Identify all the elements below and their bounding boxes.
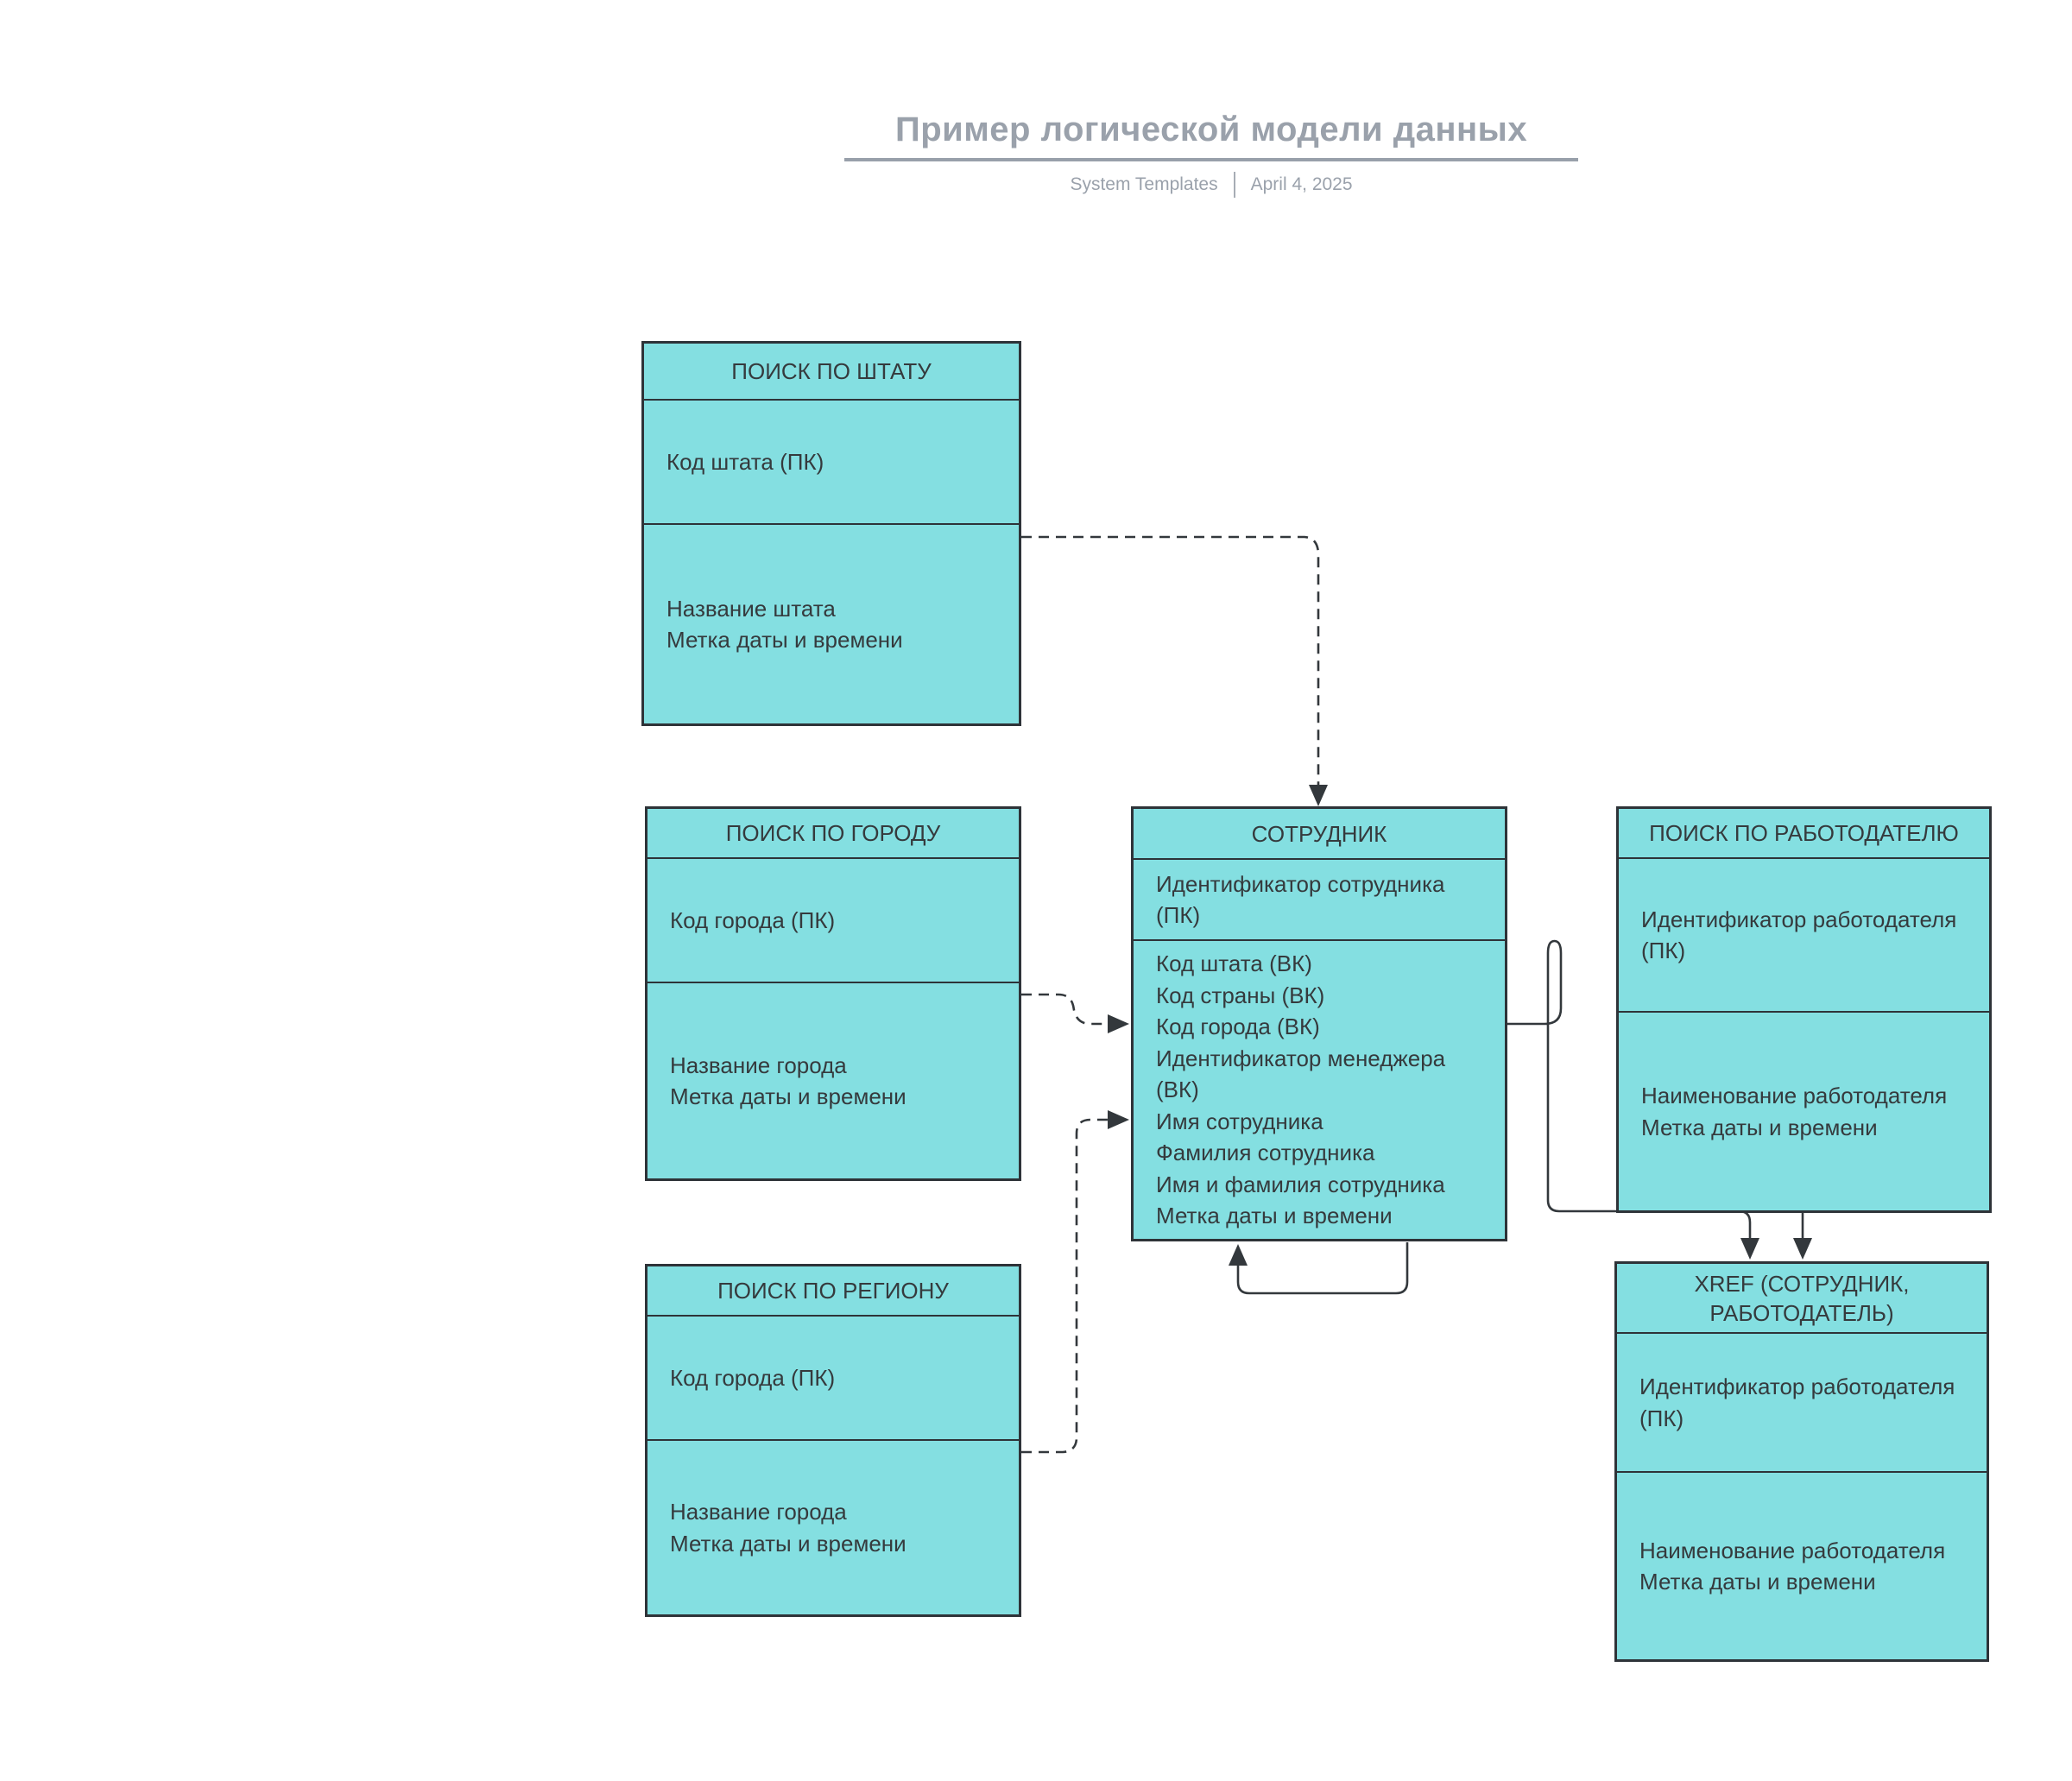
subtitle-divider <box>1233 172 1235 198</box>
subtitle-date: April 4, 2025 <box>1250 174 1353 194</box>
page-subtitle: System Templates April 4, 2025 <box>844 172 1578 198</box>
entity-xref-attrs: Наименование работодателя Метка даты и в… <box>1639 1537 1946 1595</box>
connector-employee-self-loop[interactable] <box>1229 1242 1409 1295</box>
entity-employer-lookup-title: ПОИСК ПО РАБОТОДАТЕЛЮ <box>1619 809 1989 859</box>
entity-city-lookup-attrs: Название города Метка даты и времени <box>670 1052 906 1110</box>
entity-city-lookup-pk: Код города (ПК) <box>648 859 1019 983</box>
entity-state-lookup-title: ПОИСК ПО ШТАТУ <box>644 344 1019 401</box>
subtitle-author: System Templates <box>1070 174 1218 194</box>
entity-region-lookup-pk: Код города (ПК) <box>648 1317 1019 1441</box>
entity-region-lookup-title: ПОИСК ПО РЕГИОНУ <box>648 1266 1019 1317</box>
connector-state-lookup-to-employee[interactable] <box>1021 535 1328 806</box>
entity-xref-title: XREF (СОТРУДНИК, РАБОТОДАТЕЛЬ) <box>1617 1264 1987 1334</box>
entity-employer-lookup[interactable]: ПОИСК ПО РАБОТОДАТЕЛЮ Идентификатор рабо… <box>1616 806 1992 1213</box>
entity-employee-attrs: Код штата (ВК) Код страны (ВК) Код город… <box>1156 950 1446 1229</box>
entity-xref-pk: Идентификатор работодателя (ПК) <box>1617 1334 1987 1473</box>
entity-region-lookup[interactable]: ПОИСК ПО РЕГИОНУ Код города (ПК) Названи… <box>645 1264 1021 1617</box>
entity-employee-title: СОТРУДНИК <box>1134 809 1505 860</box>
entity-state-lookup-pk: Код штата (ПК) <box>644 401 1019 525</box>
page-title: Пример логической модели данных <box>844 111 1578 161</box>
entity-city-lookup-title: ПОИСК ПО ГОРОДУ <box>648 809 1019 859</box>
entity-employer-lookup-attrs: Наименование работодателя Метка даты и в… <box>1641 1083 1948 1140</box>
connector-region-lookup-to-employee[interactable] <box>1021 1110 1129 1454</box>
entity-state-lookup[interactable]: ПОИСК ПО ШТАТУ Код штата (ПК) Название ш… <box>641 341 1021 726</box>
entity-city-lookup[interactable]: ПОИСК ПО ГОРОДУ Код города (ПК) Название… <box>645 806 1021 1181</box>
entity-employer-lookup-pk: Идентификатор работодателя (ПК) <box>1619 859 1989 1013</box>
entity-state-lookup-attrs: Название штата Метка даты и времени <box>666 595 903 654</box>
connector-employer-lookup-to-xref[interactable] <box>1793 1213 1812 1260</box>
entity-xref[interactable]: XREF (СОТРУДНИК, РАБОТОДАТЕЛЬ) Идентифик… <box>1614 1261 1989 1662</box>
entity-employee-pk: Идентификатор сотрудника (ПК) <box>1134 860 1505 941</box>
entity-employee[interactable]: СОТРУДНИК Идентификатор сотрудника (ПК) … <box>1131 806 1507 1241</box>
entity-region-lookup-attrs: Название города Метка даты и времени <box>670 1499 906 1557</box>
title-block: Пример логической модели данных System T… <box>844 111 1578 198</box>
connector-city-lookup-to-employee[interactable] <box>1021 993 1129 1033</box>
